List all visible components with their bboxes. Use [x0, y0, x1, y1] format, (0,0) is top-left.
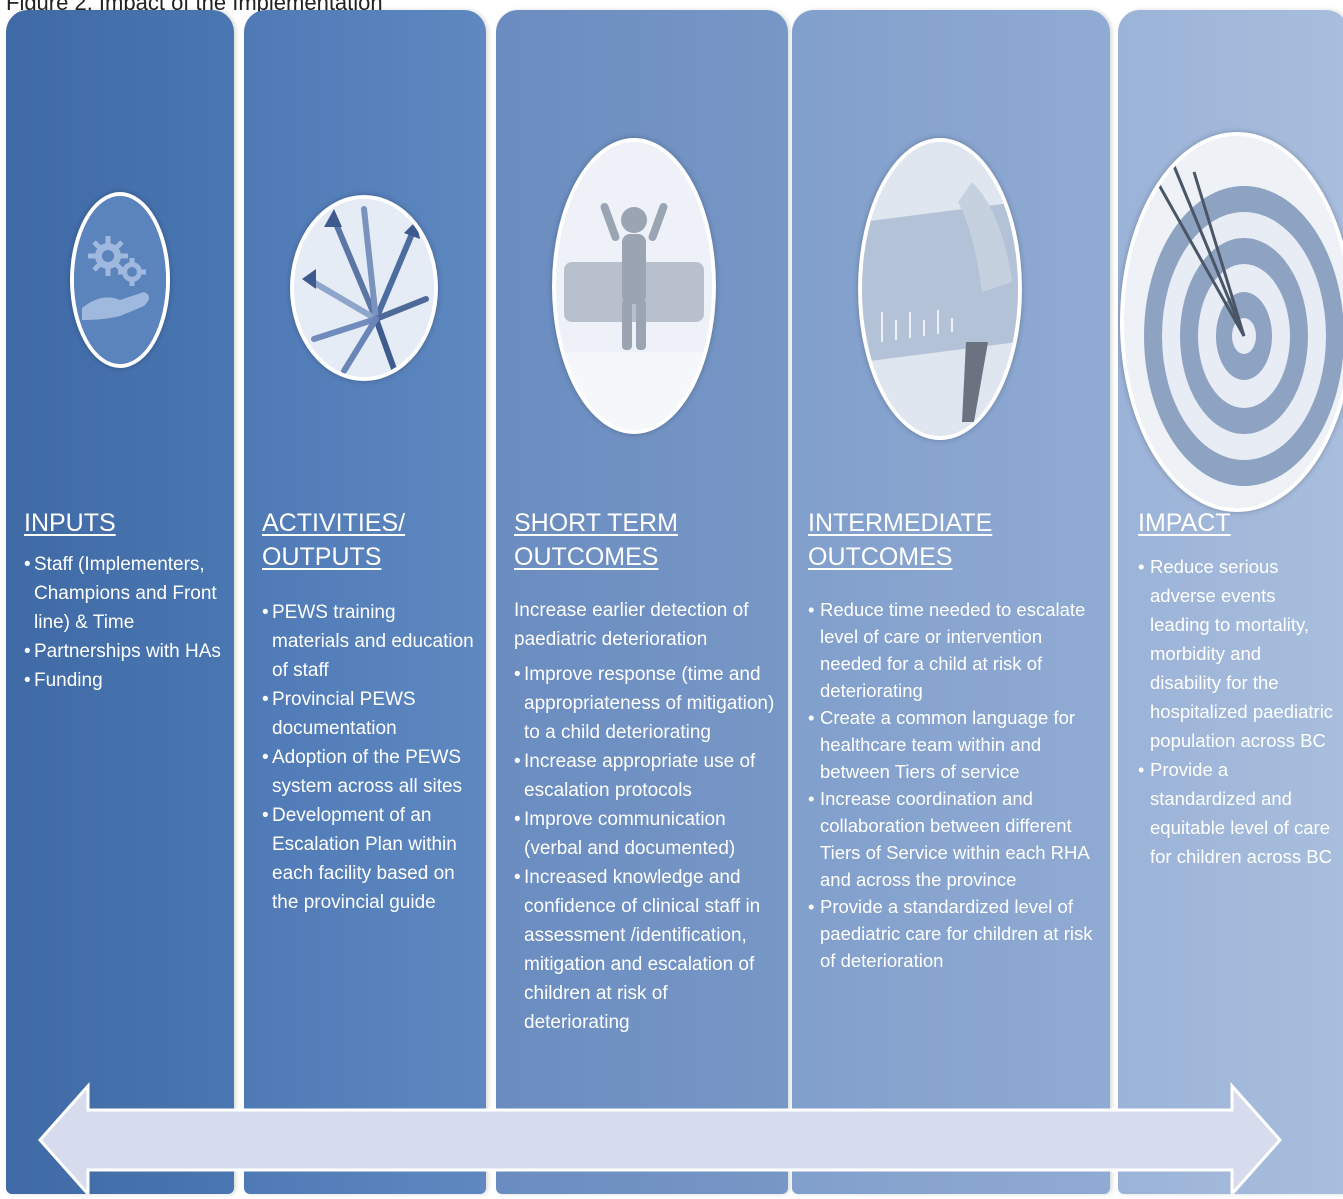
inputs-list: Staff (Implementers, Champions and Front… — [24, 550, 224, 695]
activities-list: PEWS training materials and education of… — [262, 598, 476, 917]
column-activities-outputs: ACTIVITIES/ OUTPUTS PEWS training materi… — [244, 10, 486, 1194]
leader-figure-icon — [552, 138, 716, 434]
list-item: Provincial PEWS documentation — [262, 685, 476, 743]
hand-gears-icon — [70, 192, 170, 368]
list-item: Adoption of the PEWS system across all s… — [262, 743, 476, 801]
double-headed-arrow-icon — [0, 1080, 1343, 1198]
heading-impact: IMPACT — [1138, 509, 1231, 537]
column-short-term-outcomes: SHORT TERM OUTCOMES Increase earlier det… — [496, 10, 788, 1194]
list-item: Increase coordination and collaboration … — [808, 785, 1102, 893]
list-item: Reduce serious adverse events leading to… — [1138, 552, 1334, 755]
intermediate-list: Reduce time needed to escalate level of … — [808, 596, 1102, 974]
list-item: PEWS training materials and education of… — [262, 598, 476, 685]
column-intermediate-outcomes: INTERMEDIATE OUTCOMES Reduce time needed… — [792, 10, 1110, 1194]
list-item: Improve communication (verbal and docume… — [514, 805, 778, 863]
list-item: Increase appropriate use of escalation p… — [514, 747, 778, 805]
impact-list: Reduce serious adverse events leading to… — [1138, 552, 1334, 871]
list-item: Development of an Escalation Plan within… — [262, 801, 476, 917]
list-item: Staff (Implementers, Champions and Front… — [24, 550, 224, 637]
list-item: Provide a standardized level of paediatr… — [808, 893, 1102, 974]
arrows-burst-icon — [290, 195, 438, 381]
list-item: Create a common language for healthcare … — [808, 704, 1102, 785]
list-item: Improve response (time and appropriatene… — [514, 660, 778, 747]
heading-activities-outputs: ACTIVITIES/ OUTPUTS — [262, 509, 406, 571]
list-item: Provide a standardized and equitable lev… — [1138, 755, 1334, 871]
ruler-measure-icon — [858, 138, 1022, 440]
list-item: Reduce time needed to escalate level of … — [808, 596, 1102, 704]
target-arrows-icon — [1120, 132, 1343, 512]
list-item: Partnerships with HAs — [24, 637, 224, 666]
column-impact: IMPACT Reduce serious adverse events lea… — [1118, 10, 1343, 1194]
list-item: Increased knowledge and confidence of cl… — [514, 863, 778, 1037]
short-term-list: Improve response (time and appropriatene… — [514, 660, 778, 1037]
column-inputs: INPUTS Staff (Implementers, Champions an… — [6, 10, 234, 1194]
list-item: Funding — [24, 666, 224, 695]
short-term-intro: Increase earlier detection of paediatric… — [514, 600, 749, 650]
heading-inputs: INPUTS — [24, 509, 116, 537]
heading-short-term-outcomes: SHORT TERM OUTCOMES — [514, 509, 678, 571]
heading-intermediate-outcomes: INTERMEDIATE OUTCOMES — [808, 509, 993, 571]
